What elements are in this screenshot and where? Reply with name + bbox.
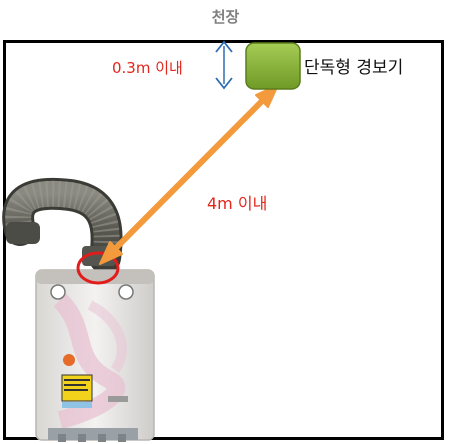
exhaust-duct (2, 177, 123, 274)
gas-boiler (35, 269, 155, 442)
gas-alarm-box (245, 42, 301, 90)
distance-arrow-blue (215, 40, 233, 90)
alarm-label: 단독형 경보기 (304, 58, 404, 78)
heater-distance-label: 4m 이내 (207, 194, 268, 213)
highlight-circle (76, 251, 120, 285)
ceiling-distance-label: 0.3m 이내 (112, 59, 183, 77)
distance-arrow-orange (99, 84, 279, 265)
ceiling-label: 천장 (211, 8, 240, 26)
